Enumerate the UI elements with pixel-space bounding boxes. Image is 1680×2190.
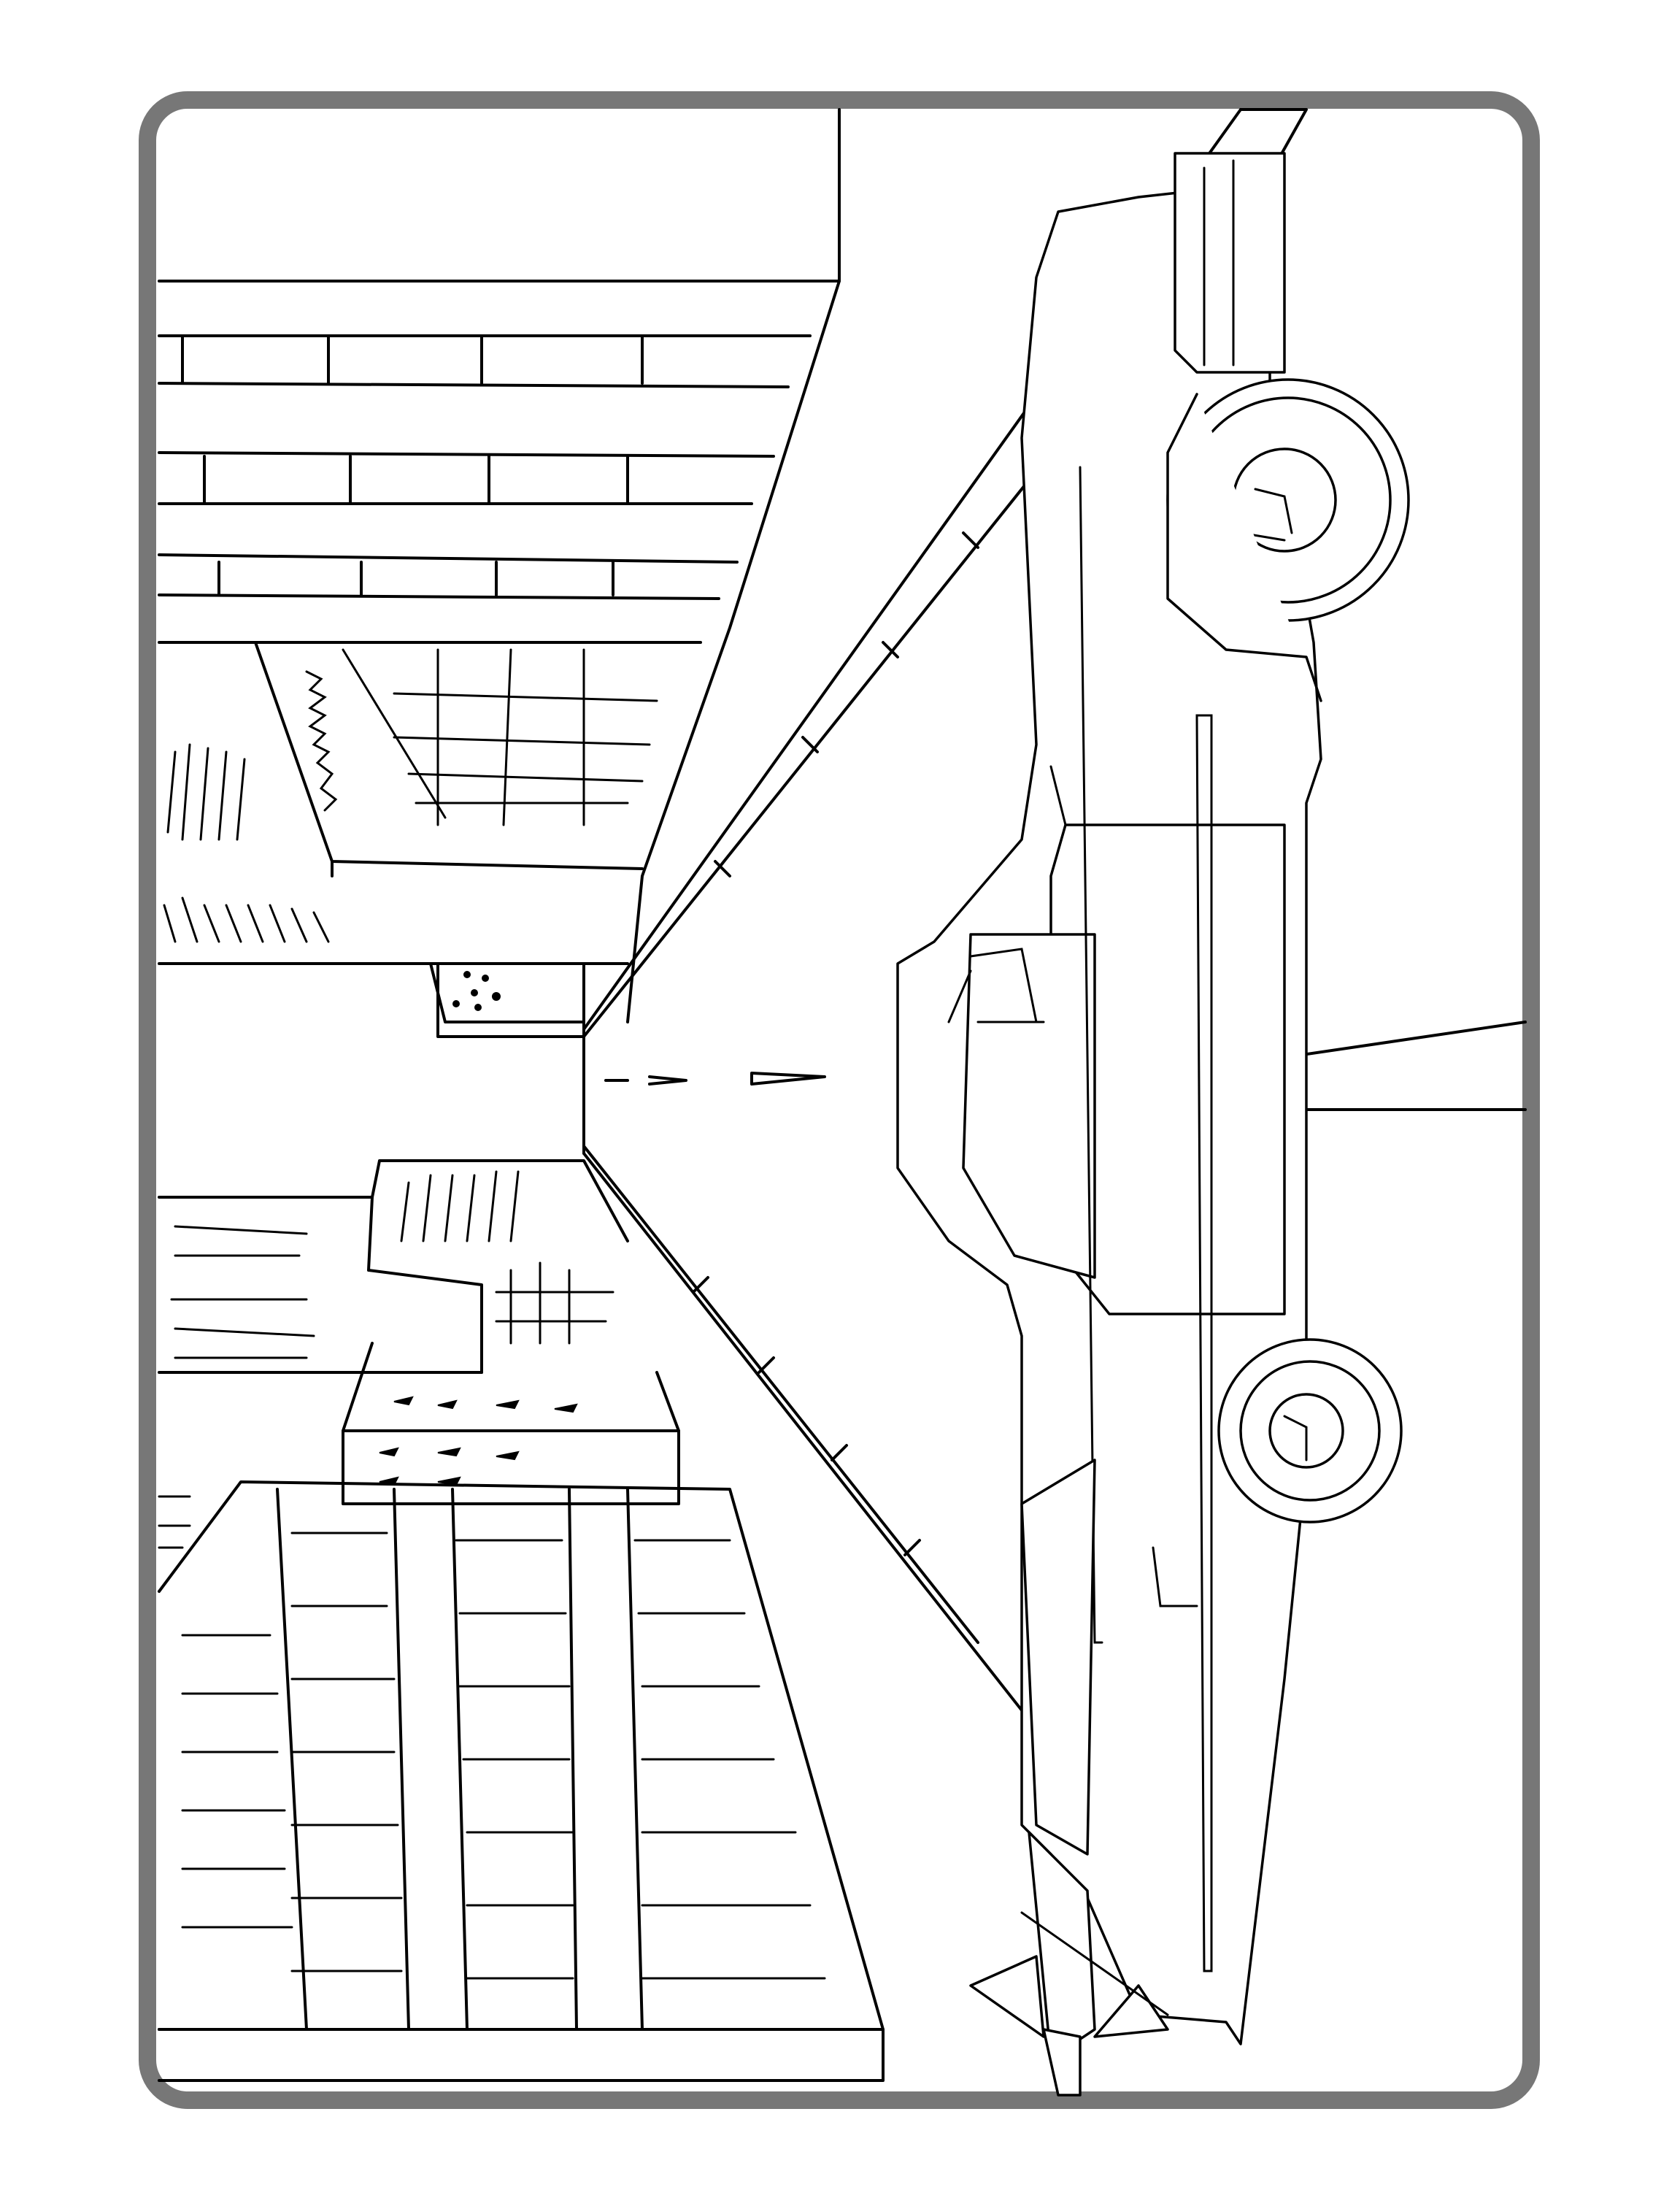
city-scene <box>158 108 1527 2097</box>
page-frame <box>139 91 1540 2109</box>
mid-left-building <box>158 641 658 1038</box>
small-dotted-building <box>429 962 585 1023</box>
bottom-striped-building <box>158 1480 885 2082</box>
classic-car <box>896 152 1410 2097</box>
bottom-left-buildings <box>158 1159 680 1549</box>
top-brick-building <box>158 108 841 1023</box>
